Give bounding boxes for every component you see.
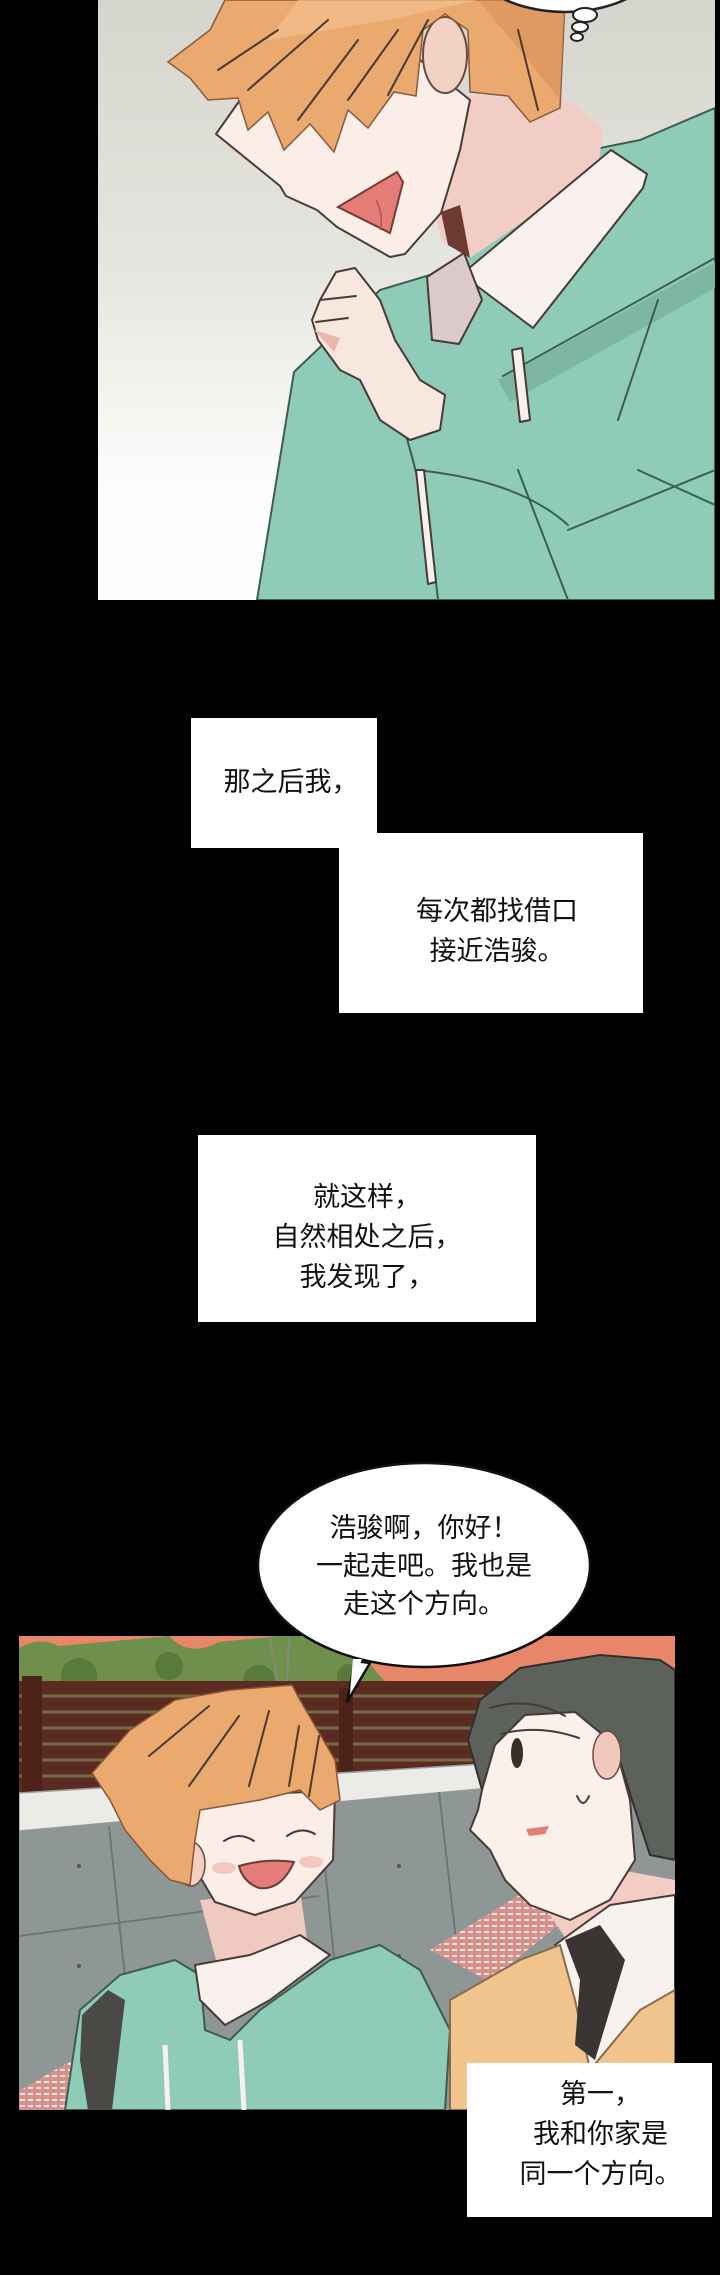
shirt-collar [194,1934,331,2026]
orange-haired-boy [63,1684,452,2110]
caption-line: 我和你家是 [533,2119,668,2150]
ear [592,1730,622,1780]
speech-bubble-body [256,1461,592,1669]
narration-caption-3: 就这样， 自然相处之后， 我发现了， [198,1135,536,1322]
caption-line: 每次都找借口 [416,896,578,927]
open-mouth [335,170,405,235]
bag-strap [80,1990,125,2110]
eyebrow [489,1702,566,1717]
caption-line: 自然相处之后， [272,1221,462,1253]
caption-line: 接近浩骏。 [429,936,565,967]
closed-eyes [223,1829,316,1842]
mouth [526,1826,549,1836]
hoodie-drawstrings [162,2039,247,2110]
eye [511,1738,523,1768]
speech-line: 一起走吧。我也是 [316,1551,532,1582]
open-mouth [237,1859,296,1890]
shirt-collar [426,149,648,345]
speech-line: 浩骏啊，你好！ [329,1513,519,1544]
speech-line: 走这个方向。 [343,1589,505,1620]
necktie [565,1925,625,2060]
ear [422,16,468,94]
narration-caption-2: 每次都找借口 接近浩骏。 [339,833,643,1013]
clenched-hand [311,267,446,441]
sweat-drop [576,1795,590,1804]
comic-panel-laughing-boy [98,0,715,600]
caption-line: 就这样， [313,1181,421,1213]
orange-hair [166,0,566,154]
panel-1-artwork [98,0,715,600]
caption-line: 同一个方向。 [519,2159,682,2190]
speech-bubble-text: 浩骏啊，你好！ 一起走吧。我也是 走这个方向。 [258,1463,590,1667]
thought-bubble [502,0,628,42]
narration-caption-1: 那之后我， [191,718,377,848]
caption-line: 那之后我， [223,767,359,798]
caption-line: 第一， [560,2079,641,2110]
green-hoodie [63,1943,452,2110]
orange-hair [91,1684,341,1886]
caption-line: 我发现了， [299,1261,435,1293]
neck [433,95,603,258]
narration-caption-4: 第一， 我和你家是 同一个方向。 [467,2063,712,2217]
hoodie-drawstrings [415,347,531,585]
speech-bubble [256,1461,592,1704]
brick-path-corner [19,2056,79,2110]
